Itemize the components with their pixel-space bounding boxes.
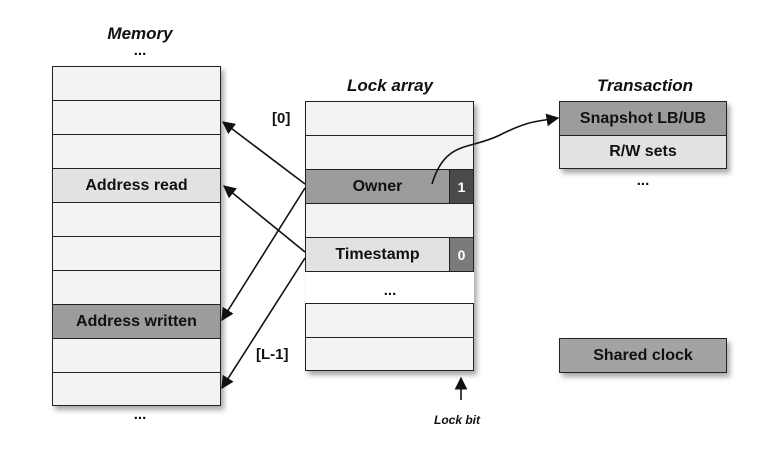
- transaction-snapshot: Snapshot LB/UB: [559, 101, 727, 136]
- transaction-stack: Snapshot LB/UB R/W sets: [559, 101, 727, 169]
- transaction-title: Transaction: [596, 76, 694, 95]
- memory-cell: [52, 100, 221, 135]
- memory-cell: [52, 372, 221, 406]
- memory-title: Memory: [107, 24, 173, 43]
- lock-cell-owner: Owner: [305, 169, 450, 204]
- memory-cell: [52, 66, 221, 101]
- arrow-owner-to-transaction: [431, 113, 560, 185]
- lock-index-first: [0]: [272, 110, 291, 127]
- lock-bit-timestamp: 0: [449, 237, 474, 272]
- lock-bit-label: Lock bit: [434, 413, 481, 427]
- shared-clock-box: Shared clock: [559, 338, 727, 373]
- lock-array-title: Lock array: [347, 76, 433, 95]
- memory-cell: [52, 134, 221, 169]
- arrow-owner-to-address-written: [221, 187, 306, 322]
- transaction-ellipsis: ...: [636, 172, 650, 189]
- lock-cell: [305, 337, 474, 371]
- arrow-timestamp-to-memory-bottom: [221, 257, 306, 390]
- memory-cell-address-written: Address written: [52, 304, 221, 339]
- transaction-rw-sets: R/W sets: [559, 135, 727, 169]
- lock-array-stack: Owner 1 Timestamp 0: [305, 101, 474, 371]
- memory-bottom-ellipsis: ...: [133, 406, 147, 423]
- lock-cell-timestamp: Timestamp: [305, 237, 450, 272]
- lock-index-last: [L-1]: [256, 346, 289, 363]
- lock-array-ellipsis: ...: [383, 282, 397, 299]
- arrow-timestamp-to-address-read: [223, 185, 306, 253]
- lock-bit-owner: 1: [449, 169, 474, 204]
- arrow-owner-to-memory-top: [221, 121, 306, 185]
- memory-top-ellipsis: ...: [133, 42, 147, 59]
- memory-stack: Address read Address written: [52, 66, 221, 406]
